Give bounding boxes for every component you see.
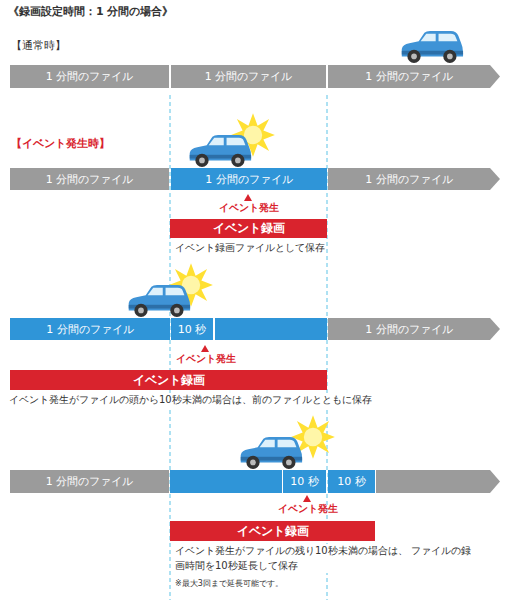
car-icon <box>129 285 190 317</box>
event-recording-band: イベント録画 <box>170 521 375 541</box>
car-icon <box>190 135 251 167</box>
file-segment: 1 分間のファイル <box>328 168 490 190</box>
box-text: 10 秒 <box>178 322 207 337</box>
car-icon <box>241 437 302 469</box>
box-text: 1 分間のファイル <box>205 172 293 187</box>
section-heading: 【イベント発生時】 <box>10 136 111 152</box>
event-recording-band: イベント録画 <box>170 219 327 238</box>
file-segment: 1 分間のファイル <box>10 168 169 190</box>
blue-fill <box>215 318 327 340</box>
event-recording-band: イベント録画 <box>10 370 327 390</box>
box-text: 1 分間のファイル <box>365 69 453 84</box>
box-text: 1 分間のファイル <box>46 69 134 84</box>
file-segment: 1 分間のファイル <box>328 65 490 88</box>
box-text: イベント録画 <box>133 372 205 389</box>
box-text: 1 分間のファイル <box>365 322 453 337</box>
box-text: 1 分間のファイル <box>46 474 134 489</box>
event-marker <box>244 194 252 201</box>
bar-arrow-tip <box>490 470 500 493</box>
file-segment: 1 分間のファイル <box>10 65 169 88</box>
event-marker <box>303 495 311 502</box>
small-note: ※最大3回まで延長可能です。 <box>174 578 284 590</box>
box-text: 1 分間のファイル <box>46 172 134 187</box>
event-file-segment: 1 分間のファイル <box>10 318 170 340</box>
file-segment: 1 分間のファイル <box>171 65 326 88</box>
box-text: 10 秒 <box>290 474 319 489</box>
note-text: イベント録画ファイルとして保存 <box>174 241 326 256</box>
event-label: イベント発生 <box>198 201 300 216</box>
event-label: イベント発生 <box>155 352 257 367</box>
bar-arrow-tip <box>490 318 500 340</box>
box-text: イベント録画 <box>237 523 309 540</box>
ten-second-cell: 10 秒 <box>283 470 327 493</box>
box-text: 1 分間のファイル <box>365 172 453 187</box>
note-text: イベント発生がファイルの残り10秒未満の場合は、 ファイルの録画時間を10秒延長… <box>174 544 476 573</box>
section-heading: 【通常時】 <box>10 38 67 54</box>
box-text: 10 秒 <box>337 474 366 489</box>
box-text: イベント録画 <box>213 220 285 237</box>
ten-second-cell: 10 秒 <box>328 470 375 493</box>
diagram-title: 《録画設定時間：1 分間の場合》 <box>8 4 173 19</box>
bar-arrow-tip <box>490 168 500 190</box>
gray-fill <box>376 470 490 493</box>
box-text: 1 分間のファイル <box>205 69 293 84</box>
file-segment: 1 分間のファイル <box>328 318 490 340</box>
box-text: 1 分間のファイル <box>46 322 134 337</box>
car-icon <box>402 31 463 63</box>
event-file-segment: 1 分間のファイル <box>171 168 327 190</box>
event-marker <box>201 345 209 352</box>
bar-arrow-tip <box>490 65 500 88</box>
note-text: イベント発生がファイルの頭から10秒未満の場合は、前のファイルとともに保存 <box>8 393 373 408</box>
blue-fill <box>170 470 282 493</box>
ten-second-cell: 10 秒 <box>171 318 214 340</box>
file-segment: 1 分間のファイル <box>10 470 169 493</box>
event-label: イベント発生 <box>257 502 359 517</box>
